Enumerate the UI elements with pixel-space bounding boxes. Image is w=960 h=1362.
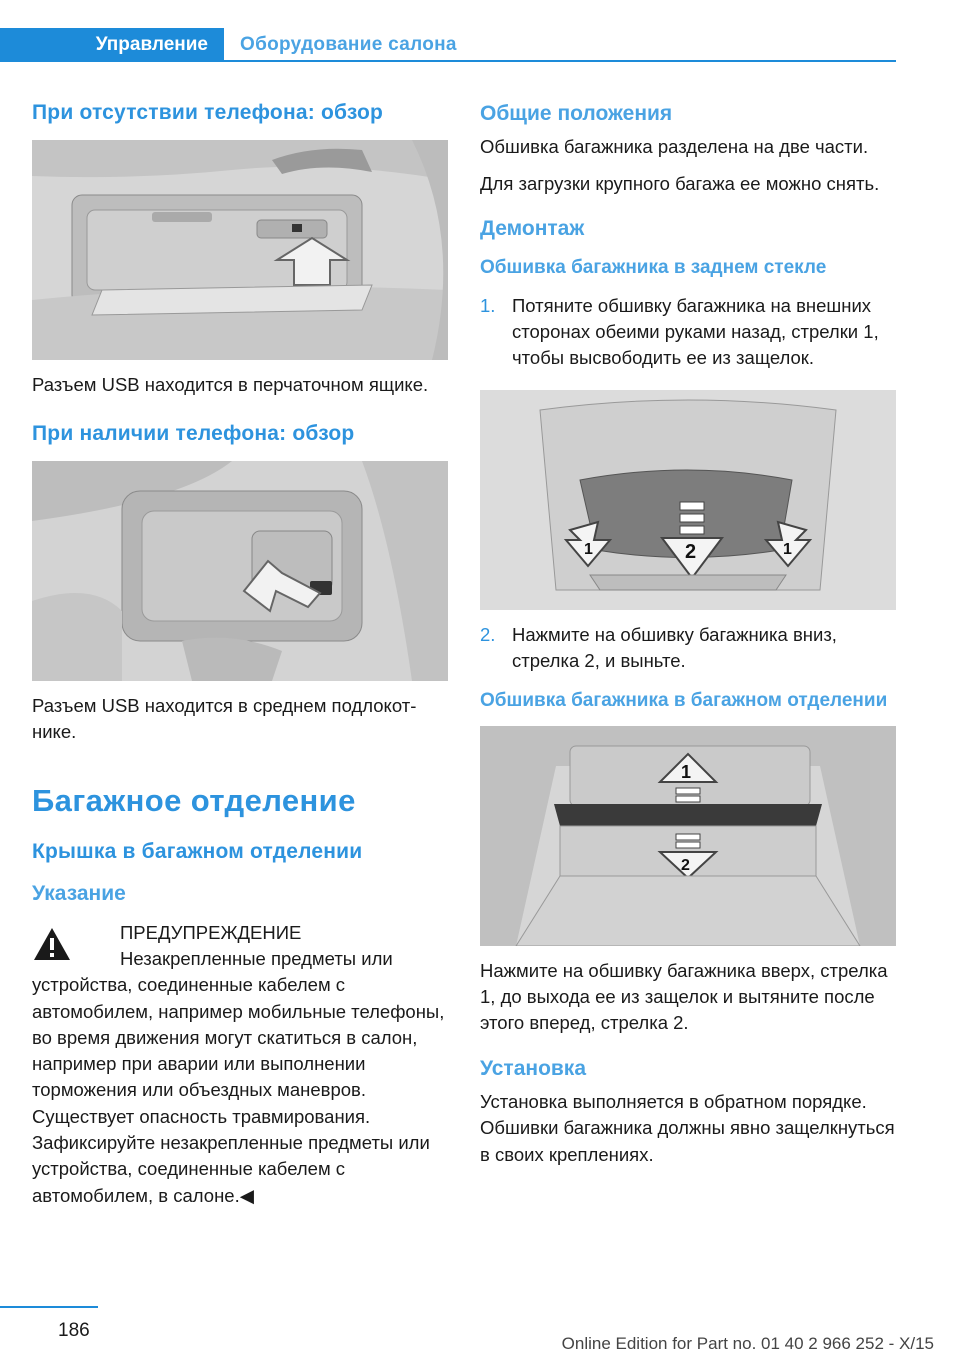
caption-glovebox: Разъем USB находится в перчаточном ящике…: [32, 374, 429, 396]
warning-label: ПРЕДУПРЕЖДЕНИЕ: [120, 921, 302, 943]
footer-rule: [0, 1306, 98, 1308]
steps-list-2: 2. Нажмите на обшивку багажника вниз, ст…: [480, 622, 896, 675]
heading-with-phone: При наличии телефона: обзор: [32, 421, 355, 445]
general-p1: Обшивка багажника разделена на две части…: [480, 136, 869, 158]
step-2-text: Нажмите на обшивку багажника вниз, стрел…: [512, 623, 837, 671]
install-title: Установка: [480, 1056, 586, 1080]
compartment-title: Обшивка багажника в багажном отделении: [480, 690, 888, 712]
note-title: Указание: [32, 881, 126, 905]
edition-info: Online Edition for Part no. 01 40 2 966 …: [561, 1334, 934, 1353]
compartment-cover-illustration: 1 2: [480, 725, 896, 946]
step-1: 1. Потяните обшивку багажника на внешних…: [480, 293, 896, 372]
heading-no-phone: При отсутствии телефона: обзор: [32, 101, 384, 124]
step-1-text: Потяните обшивку багажника на внешних ст…: [512, 294, 879, 369]
caption-armrest: Разъем USB находится в среднем подлокот­…: [32, 694, 417, 743]
general-title: Общие положения: [480, 102, 673, 125]
arrow-label-2-compartment: 2: [681, 857, 690, 874]
right-column: Общие положения Обшивка багажника раздел…: [480, 100, 896, 1178]
section-title: Багажное отделение: [32, 783, 356, 819]
rear-window-title: Обшивка багажника в заднем стекле: [480, 257, 827, 279]
general-p2: Для загрузки крупного багажа ее можно сн…: [480, 172, 880, 194]
step-2-number: 2.: [480, 623, 496, 645]
warning-block: ПРЕДУПРЕЖДЕНИЕ: [32, 920, 448, 960]
step-2: 2. Нажмите на обшивку багажника вниз, ст…: [480, 622, 896, 675]
armrest-usb-illustration: [32, 460, 448, 681]
arrow-label-2: 2: [685, 541, 696, 563]
steps-list-1: 1. Потяните обшивку багажника на внешних…: [480, 293, 896, 372]
arrow-label-1-left: 1: [584, 541, 593, 558]
page-number: 186: [58, 1320, 90, 1341]
glovebox-usb-illustration: [32, 140, 448, 361]
tab-interior-equipment[interactable]: Оборудование салона: [240, 34, 457, 55]
page-header: Управление Оборудование салона: [0, 28, 896, 62]
tab-controls[interactable]: Управление: [0, 28, 224, 62]
arrow-label-1-right: 1: [783, 541, 792, 558]
subsection-title: Крышка в багажном отделении: [32, 840, 363, 864]
arrow-label-1: 1: [681, 762, 691, 782]
compartment-text: Нажмите на обшивку багажника вверх, стре…: [480, 959, 888, 1034]
left-column: При отсутствии телефона: обзор Разъем US…: [32, 100, 448, 1219]
warning-text: Незакрепленные предметы или устрой­ства,…: [32, 948, 445, 1206]
rear-window-cover-illustration: 2 1 1: [480, 389, 896, 610]
step-1-number: 1.: [480, 294, 496, 316]
header-rule: [0, 60, 896, 62]
removal-title: Демонтаж: [480, 216, 585, 240]
install-text: Установка выполняется в обратном порядке…: [480, 1090, 895, 1165]
warning-icon: [34, 927, 70, 960]
